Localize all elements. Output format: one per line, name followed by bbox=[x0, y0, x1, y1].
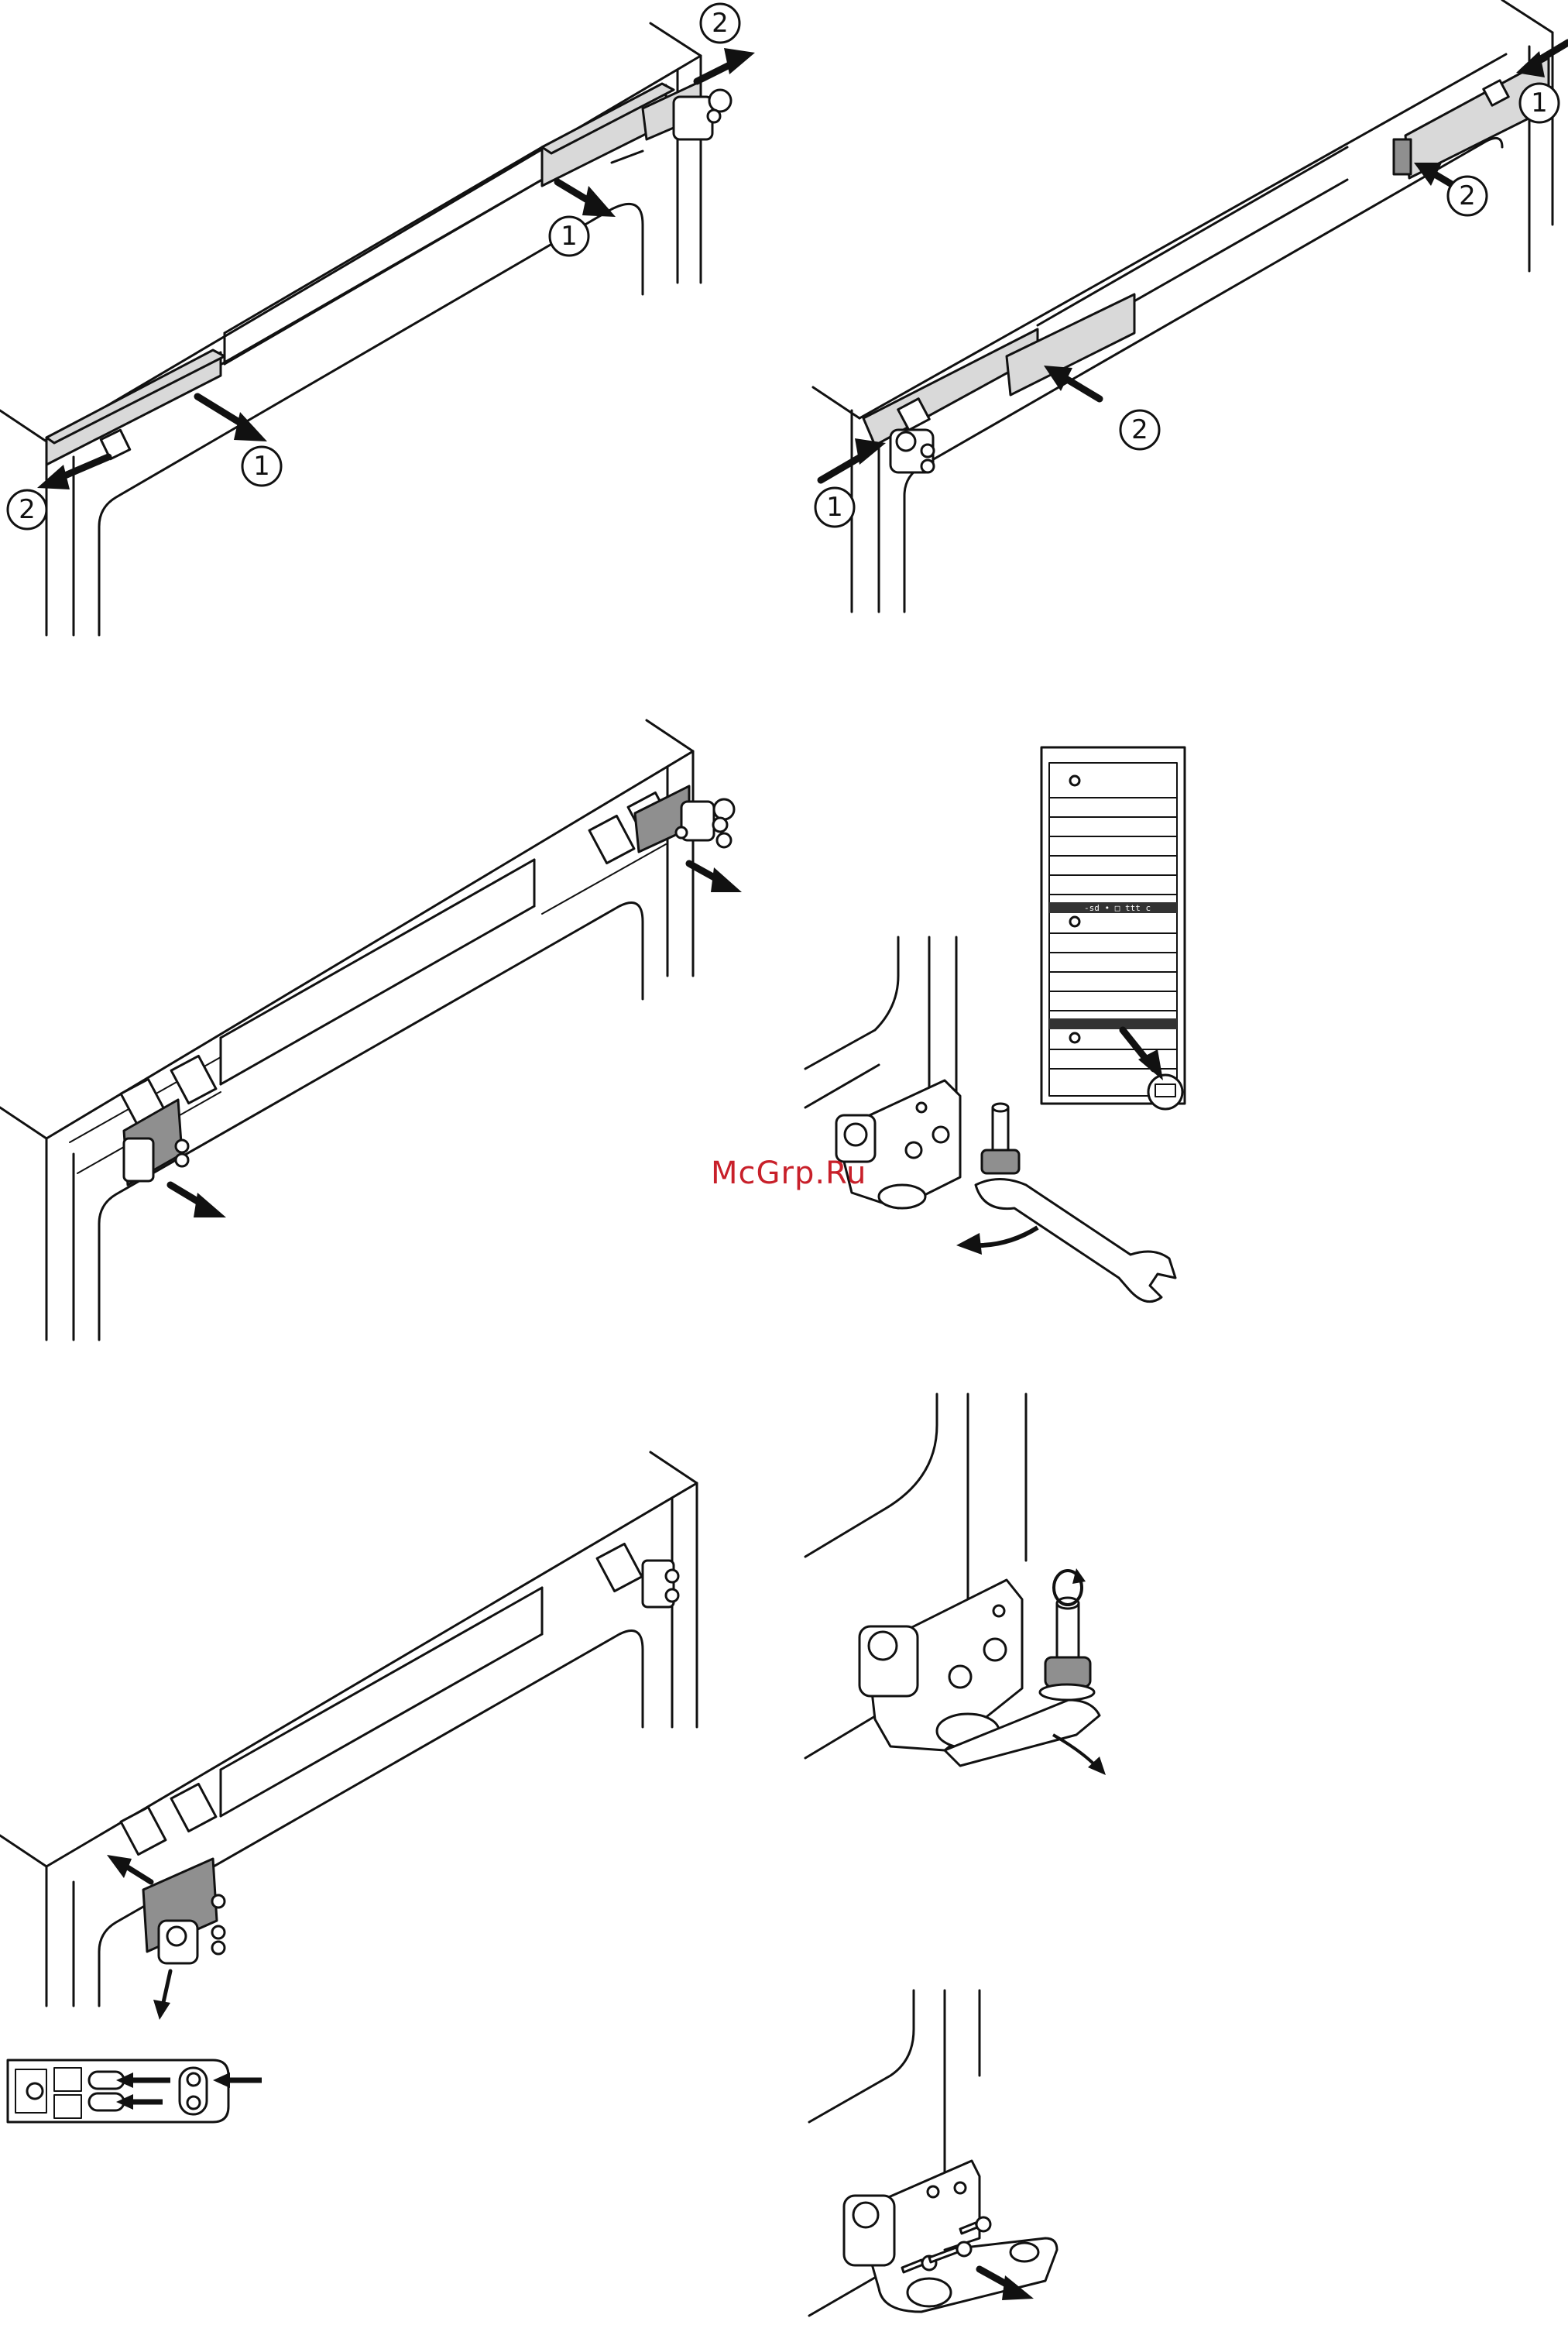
svg-text:2: 2 bbox=[1131, 414, 1148, 445]
step-remount-covers-right: 1 2 2 1 bbox=[805, 0, 1568, 651]
callout-2-right: 2 bbox=[701, 4, 739, 43]
arrow-icon bbox=[1053, 1735, 1106, 1775]
step-remove-hinges-top bbox=[0, 720, 767, 1340]
hinge-plate-detail bbox=[8, 2060, 228, 2122]
svg-text:1: 1 bbox=[1531, 88, 1548, 118]
right-cover-panel bbox=[1394, 58, 1549, 178]
step-hinge-pin-detail bbox=[805, 1394, 1568, 1797]
cabinet-overview: -sd • □ ttt c bbox=[1041, 747, 1185, 1109]
callout-2-left: 2 bbox=[8, 490, 46, 529]
step-unscrew-hinge-pin: -sd • □ ttt c bbox=[805, 743, 1568, 1332]
step-mount-hinge-opposite-side bbox=[0, 1448, 767, 2145]
callout-1-left: 1 bbox=[242, 447, 281, 486]
svg-text:-sd • □ ttt c: -sd • □ ttt c bbox=[1084, 903, 1151, 913]
step-remove-covers-left: 1 2 1 2 bbox=[0, 0, 759, 651]
callout-1-right: 1 bbox=[550, 217, 588, 256]
callout-2-middle: 2 bbox=[1120, 410, 1159, 449]
callout-1-bottom-left: 1 bbox=[815, 488, 854, 527]
svg-text:2: 2 bbox=[712, 8, 729, 39]
svg-text:1: 1 bbox=[826, 492, 843, 523]
svg-text:1: 1 bbox=[253, 451, 270, 482]
svg-text:1: 1 bbox=[561, 221, 578, 252]
callout-2-right: 2 bbox=[1448, 177, 1487, 215]
rotate-arrow-icon bbox=[956, 1228, 1038, 1255]
watermark: McGrp.Ru bbox=[711, 1156, 866, 1191]
svg-text:2: 2 bbox=[19, 494, 36, 525]
hinge-bracket-right bbox=[643, 1561, 678, 1607]
svg-text:2: 2 bbox=[1459, 180, 1476, 211]
hinge-pin bbox=[982, 1104, 1019, 1173]
callout-1-top-right: 1 bbox=[1520, 84, 1559, 122]
left-cover-panel bbox=[46, 350, 225, 465]
hinge-top-left bbox=[143, 1859, 225, 1963]
hinge-pin bbox=[1040, 1598, 1094, 1700]
hinge-plate bbox=[844, 2161, 1057, 2312]
step-remove-hinge-plate bbox=[805, 1983, 1568, 2342]
arrow-icon bbox=[170, 864, 742, 1217]
